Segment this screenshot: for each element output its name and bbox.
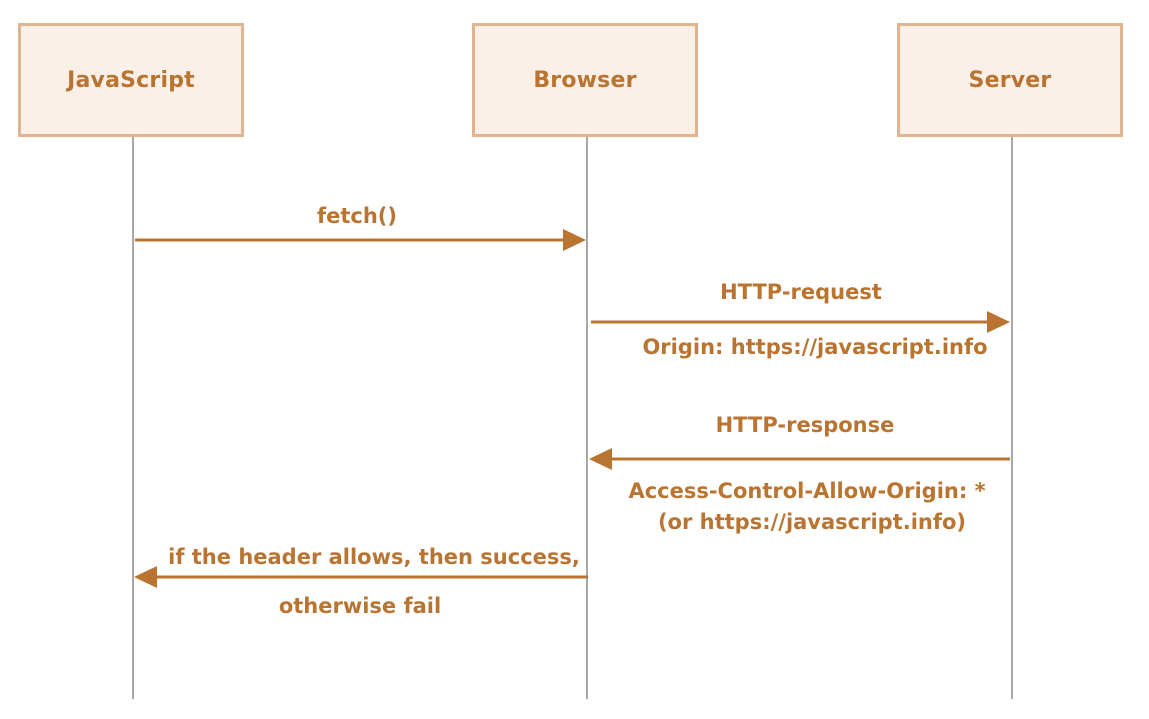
arrow-fetch-head [563,229,586,251]
actor-server-label: Server [968,67,1052,93]
arrow-response-head [589,448,612,470]
actor-browser-box: Browser [472,23,698,137]
actor-javascript-label: JavaScript [67,67,195,93]
arrow-request-head [987,311,1010,333]
request-origin-header: Origin: https://javascript.info [642,335,988,359]
response-label: HTTP-response [715,413,895,437]
response-acao-alt: (or https://javascript.info) [657,510,967,534]
actor-browser-label: Browser [533,67,637,93]
arrow-result-head [134,566,157,588]
fetch-label: fetch() [316,204,398,228]
actor-server-box: Server [897,23,1123,137]
request-label: HTTP-request [720,280,882,304]
result-label-line1: if the header allows, then success, [168,545,580,569]
actor-javascript-box: JavaScript [18,23,244,137]
result-label-line2: otherwise fail [278,594,442,618]
response-acao-header: Access-Control-Allow-Origin: * [628,479,986,503]
